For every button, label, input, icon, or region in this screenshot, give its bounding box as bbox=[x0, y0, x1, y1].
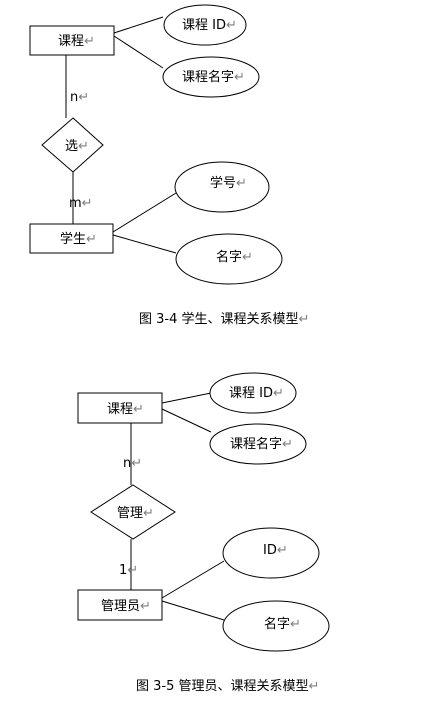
edge-student-studentname bbox=[112, 234, 177, 254]
attr-student-id bbox=[174, 161, 270, 213]
attr-course-name-label: 课程名字↵ bbox=[182, 69, 245, 85]
attr-course-name-2-label: 课程名字↵ bbox=[230, 436, 293, 452]
relation-manage-label: 管理↵ bbox=[117, 506, 154, 521]
attr-course-id-label: 课程 ID↵ bbox=[182, 18, 237, 33]
entity-course bbox=[29, 25, 115, 56]
attr-course-id bbox=[163, 4, 247, 46]
entity-student-label: 学生↵ bbox=[60, 231, 97, 247]
attr-student-name bbox=[175, 233, 283, 285]
edge-course2-coursename bbox=[161, 408, 212, 433]
caption-figure-3-4: 图 3-4 学生、课程关系模型↵ bbox=[139, 311, 309, 327]
attr-admin-name bbox=[222, 600, 330, 652]
relation-select bbox=[41, 117, 104, 173]
diagram-student-course: 课程↵ 课程 ID↵ 课程名字↵ n↵ 选↵ m↵ 学生↵ bbox=[29, 4, 309, 327]
cardinality-n-2: n↵ bbox=[123, 456, 142, 471]
entity-admin-label: 管理员↵ bbox=[101, 599, 151, 614]
cardinality-n: n↵ bbox=[70, 90, 89, 105]
cardinality-1: 1↵ bbox=[119, 563, 138, 578]
edge-student-studentid bbox=[112, 192, 177, 233]
edge-course2-courseid bbox=[161, 392, 212, 404]
entity-admin bbox=[77, 589, 163, 621]
edge-course-courseid bbox=[113, 16, 164, 34]
entity-student bbox=[29, 223, 114, 254]
attr-course-name-2 bbox=[209, 423, 307, 465]
cardinality-m: m↵ bbox=[69, 196, 93, 211]
attr-course-id-2-label: 课程 ID↵ bbox=[229, 386, 284, 401]
attr-course-name bbox=[162, 56, 260, 98]
attr-student-name-label: 名字↵ bbox=[216, 249, 253, 265]
relation-select-label: 选↵ bbox=[65, 139, 89, 154]
entity-course-2 bbox=[77, 392, 163, 424]
entity-course-label: 课程↵ bbox=[58, 34, 95, 49]
attr-admin-id bbox=[222, 527, 320, 579]
entity-course-2-label: 课程↵ bbox=[107, 402, 144, 417]
relation-manage bbox=[90, 484, 176, 540]
attr-admin-id-label: ID↵ bbox=[263, 543, 288, 558]
attr-course-id-2 bbox=[209, 372, 297, 414]
caption-figure-3-5: 图 3-5 管理员、课程关系模型↵ bbox=[136, 679, 319, 694]
attr-student-id-label: 学号↵ bbox=[210, 175, 247, 191]
edge-admin-adminid bbox=[161, 560, 225, 599]
edge-course-coursename bbox=[113, 35, 164, 69]
diagram-admin-course: 课程↵ 课程 ID↵ 课程名字↵ n↵ 管理↵ 1↵ 管理员↵ bbox=[77, 372, 330, 694]
edge-admin-adminname bbox=[161, 600, 225, 621]
attr-admin-name-label: 名字↵ bbox=[264, 616, 301, 632]
